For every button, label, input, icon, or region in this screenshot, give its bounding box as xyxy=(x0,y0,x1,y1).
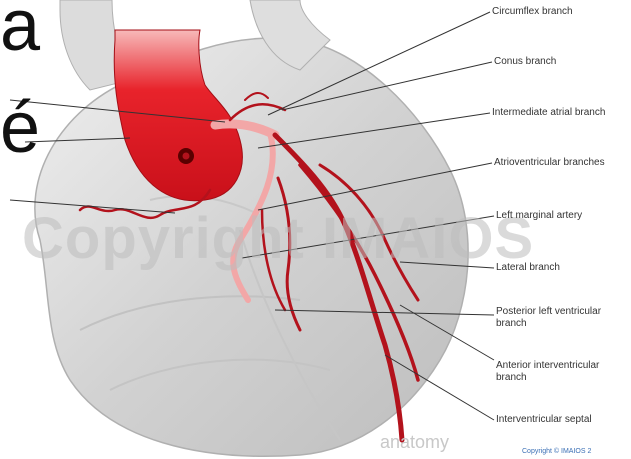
label-lateral-branch: Lateral branch xyxy=(496,262,560,274)
watermark-copyright: Copyright IMAIOS xyxy=(22,205,534,272)
label-intermediate-atrial-branch: Intermediate atrial branch xyxy=(492,107,605,119)
label-posterior-left-ventricular-branch: Posterior left ventricular branch xyxy=(496,306,601,330)
label-left-marginal-artery: Left marginal artery xyxy=(496,210,582,222)
label-atrioventricular-branches: Atrioventricular branches xyxy=(494,157,605,169)
big-letter-a: a xyxy=(0,0,40,62)
label-anterior-interventricular-branch: Anterior interventricular branch xyxy=(496,360,599,384)
label-interventricular-septal: Interventricular septal xyxy=(496,414,592,426)
watermark-anatomy: anatomy xyxy=(380,432,449,453)
big-letter-e-acute: é xyxy=(0,92,40,164)
label-circumflex-branch: Circumflex branch xyxy=(492,6,573,18)
footer-copyright: Copyright © IMAIOS 2 xyxy=(522,448,591,455)
label-conus-branch: Conus branch xyxy=(494,56,556,68)
